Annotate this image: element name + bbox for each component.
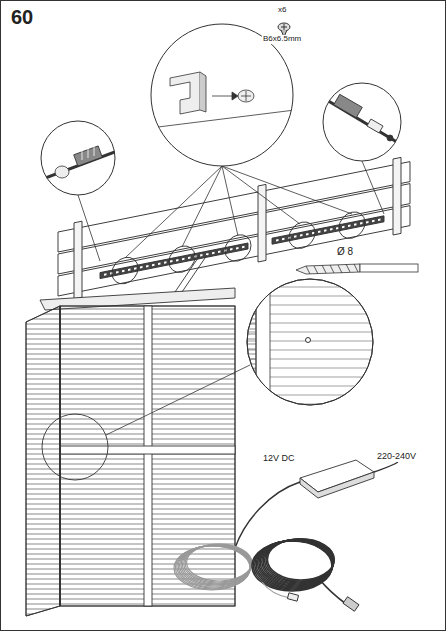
- led: [276, 239, 279, 242]
- led: [164, 261, 167, 264]
- led: [300, 234, 303, 237]
- cable-coil: [266, 539, 334, 581]
- voltage-output: 12V DC: [262, 454, 296, 464]
- step-number: 60: [10, 6, 34, 28]
- led: [212, 252, 215, 255]
- led: [152, 264, 155, 267]
- drill-diameter: Ø 8: [336, 246, 354, 257]
- cable-coil: [182, 545, 251, 584]
- led: [188, 257, 191, 260]
- cable-coil: [187, 544, 252, 581]
- cable-coil: [263, 539, 333, 583]
- led: [372, 220, 375, 223]
- connector-detail: [320, 83, 410, 161]
- led: [128, 269, 131, 272]
- plug-detail: [40, 121, 120, 195]
- led: [348, 225, 351, 228]
- led: [146, 265, 149, 268]
- cable-coil: [267, 539, 334, 580]
- led: [336, 227, 339, 230]
- hole-detail: [240, 270, 380, 420]
- led: [242, 246, 245, 249]
- led: [282, 238, 285, 241]
- led: [294, 235, 297, 238]
- led: [104, 273, 107, 276]
- voltage-input: 220-240V: [376, 452, 417, 462]
- led: [200, 254, 203, 257]
- led: [324, 229, 327, 232]
- cabinet: [26, 255, 250, 616]
- cable-coil: [181, 545, 251, 585]
- led: [230, 248, 233, 251]
- leader-lines: [78, 161, 384, 261]
- led: [218, 251, 221, 254]
- led: [306, 233, 309, 236]
- led: [170, 260, 173, 263]
- led: [122, 270, 125, 273]
- led: [182, 258, 185, 261]
- led: [378, 219, 381, 222]
- cable-coil: [180, 545, 251, 586]
- led: [158, 263, 161, 266]
- cable-coil: [184, 545, 252, 583]
- led: [366, 221, 369, 224]
- power-supply: [174, 460, 398, 611]
- drill-bit: [296, 264, 418, 274]
- screw-size: B6x6.5mm: [262, 35, 302, 44]
- quantity: x6: [277, 6, 287, 15]
- cable-coil: [262, 540, 334, 584]
- led: [330, 228, 333, 231]
- led: [176, 259, 179, 262]
- led: [312, 232, 315, 235]
- led: [140, 266, 143, 269]
- led: [360, 222, 363, 225]
- led: [354, 223, 357, 226]
- wood-panel: [58, 156, 410, 302]
- led: [116, 271, 119, 274]
- detail-circle: [150, 24, 295, 166]
- cable-coil: [265, 539, 334, 582]
- cable-coil: [185, 544, 251, 582]
- cable-coil: [260, 540, 333, 585]
- led: [318, 231, 321, 234]
- led: [342, 226, 345, 229]
- led: [236, 247, 239, 250]
- led: [206, 253, 209, 256]
- led: [134, 267, 137, 270]
